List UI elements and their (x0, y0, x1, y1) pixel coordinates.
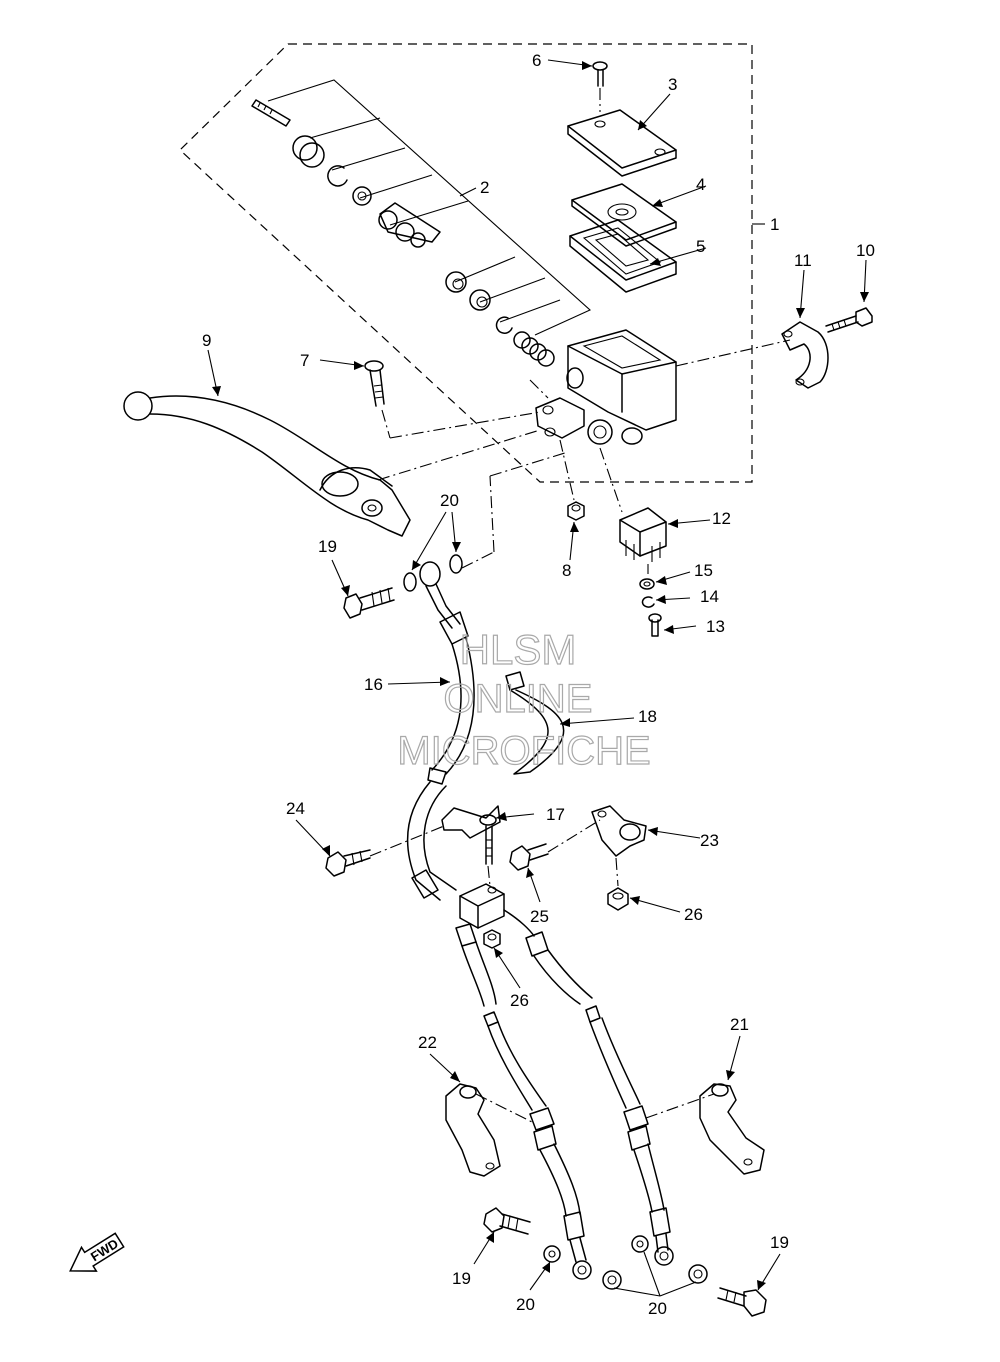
callout-numbers: 1 2 3 4 5 6 7 8 9 10 11 12 13 14 15 16 1… (202, 51, 875, 1318)
screw-6 (592, 61, 608, 87)
watermark: HLSM ONLINE MICROFICHE (397, 625, 652, 773)
callout-21: 21 (730, 1015, 749, 1034)
callout-24: 24 (286, 799, 305, 818)
screw-13 (648, 613, 662, 637)
nut-26-left (483, 929, 501, 949)
assembly-lines (369, 88, 791, 1123)
clip-14 (641, 596, 655, 608)
callout-2: 2 (480, 178, 489, 197)
copper-washer-20-lower-right (631, 1235, 708, 1284)
bracket-23 (591, 805, 647, 857)
callout-16: 16 (364, 675, 383, 694)
brake-lever-9 (123, 391, 411, 537)
callout-9: 9 (202, 331, 211, 350)
callout-10: 10 (856, 241, 875, 260)
union-bolt-19-upper (343, 587, 395, 619)
callout-20-upper: 20 (440, 491, 459, 510)
piston-kit-parts (251, 99, 555, 367)
copper-washer-20-upper (403, 554, 463, 592)
callout-22: 22 (418, 1033, 437, 1052)
copper-washer-20-lower-left (543, 1245, 622, 1290)
pivot-bolt-7 (364, 360, 385, 407)
nut-26-right (607, 887, 629, 911)
union-bolt-19-lower-left (483, 1207, 531, 1235)
callout-26-left: 26 (510, 991, 529, 1010)
bracket-22 (445, 1083, 501, 1177)
callout-11: 11 (794, 251, 812, 270)
bracket-21 (699, 1083, 765, 1175)
cable-tie-18 (505, 671, 565, 775)
callout-20-lower-left: 20 (516, 1295, 535, 1314)
callout-17: 17 (546, 805, 565, 824)
brake-hose-16 (406, 561, 475, 901)
callout-1: 1 (770, 215, 779, 234)
callout-12: 12 (712, 509, 731, 528)
holder-clamp-11 (781, 321, 829, 389)
watermark-line-1: HLSM (460, 626, 577, 673)
callout-18: 18 (638, 707, 657, 726)
watermark-line-2: ONLINE (444, 677, 593, 721)
leader-arrowheads (212, 61, 869, 1290)
bolt-10 (825, 307, 873, 333)
bolt-25 (509, 843, 549, 871)
callout-8: 8 (562, 561, 571, 580)
reservoir-cap-3 (567, 109, 677, 177)
callout-26-right: 26 (684, 905, 703, 924)
union-bolt-19-lower-right (717, 1287, 767, 1317)
callout-19-upper: 19 (318, 537, 337, 556)
brake-hose-lower-right (503, 909, 674, 1266)
bolt-24 (325, 849, 371, 877)
callout-6: 6 (532, 51, 541, 70)
callout-23: 23 (700, 831, 719, 850)
three-way-joint (459, 883, 505, 929)
piston-kit-bracket (267, 79, 591, 336)
hose-joint-17 (441, 805, 501, 865)
fwd-arrow-icon: FWD (69, 1232, 125, 1272)
washer-15 (639, 578, 655, 590)
callout-3: 3 (668, 75, 677, 94)
diaphragm-5 (569, 219, 677, 293)
callout-25: 25 (530, 907, 549, 926)
watermark-line-3: MICROFICHE (397, 729, 650, 773)
diaphragm-plate-4 (571, 183, 677, 247)
callout-19-lower-right: 19 (770, 1233, 789, 1252)
master-cylinder-body (535, 329, 677, 445)
brake-hose-lower-left (455, 923, 592, 1280)
callout-15: 15 (694, 561, 713, 580)
callout-4: 4 (696, 175, 705, 194)
nut-8 (567, 501, 585, 521)
callout-5: 5 (696, 237, 705, 256)
callout-20-lower-right: 20 (648, 1299, 667, 1318)
callout-14: 14 (700, 587, 719, 606)
assembly-boundary (179, 43, 753, 483)
switch-12 (619, 507, 667, 562)
callout-13: 13 (706, 617, 725, 636)
callout-19-lower-left: 19 (452, 1269, 471, 1288)
callout-7: 7 (300, 351, 309, 370)
